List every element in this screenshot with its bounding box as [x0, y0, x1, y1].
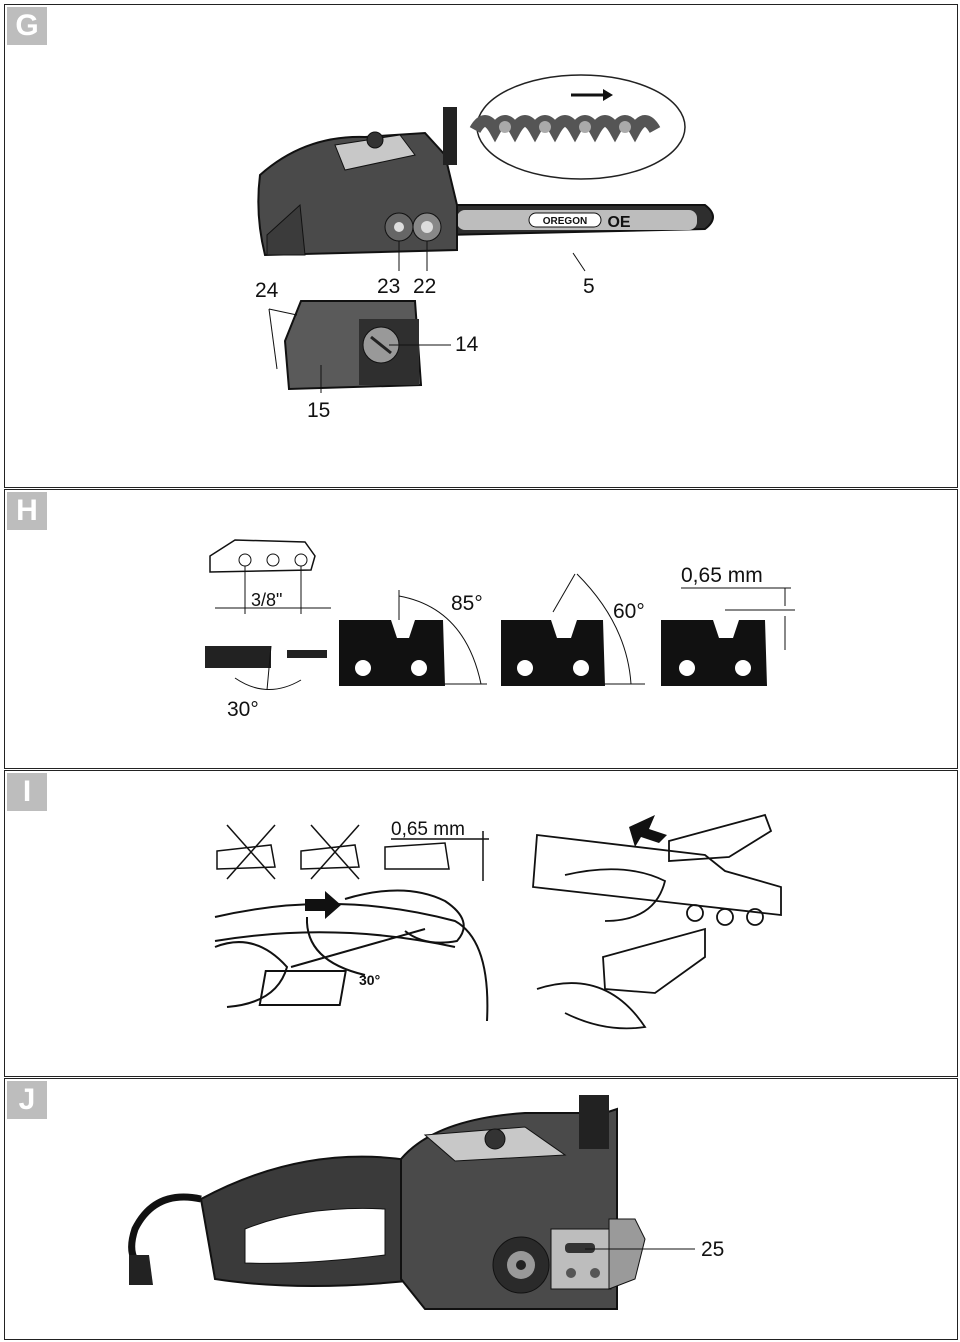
wrong-sketch-2 — [300, 844, 360, 870]
chain-side-sketch — [532, 833, 782, 917]
bar-stub — [608, 1218, 646, 1290]
callout-25: 25 — [701, 1238, 724, 1261]
callout-14: 14 — [455, 333, 479, 356]
cutter-85 — [339, 620, 445, 686]
chainsaw-diagram: OREGON OE 24 23 22 5 14 15 — [255, 74, 714, 422]
pitch-label: 3/8" — [251, 590, 282, 610]
callout-15: 15 — [307, 399, 330, 422]
correct-sketch — [384, 842, 450, 870]
callout-24: 24 — [255, 279, 279, 302]
filing-angle: 30° — [359, 972, 380, 988]
panel-i: I 0,65 mm 30° — [4, 770, 958, 1077]
callout-23: 23 — [377, 275, 400, 298]
brand-mark: OE — [607, 214, 630, 231]
depth-gauge-label: 0,65 mm — [681, 564, 763, 587]
depth-tool-top — [668, 813, 773, 862]
sharpening-angles-diagram: 3/8" 30° 85° 60° 0,65 mm — [205, 539, 795, 721]
brand-text: OREGON — [543, 216, 587, 227]
depth-gauge-label: 0,65 mm — [391, 819, 465, 840]
panel-letter: G — [7, 7, 47, 45]
chainsaw-side-view: 25 — [128, 1095, 724, 1310]
callout-5: 5 — [583, 275, 595, 298]
panel-j: J 25 — [4, 1078, 958, 1340]
hand-right — [344, 889, 465, 944]
wrong-sketch-1 — [216, 844, 276, 870]
plug-icon — [129, 1255, 153, 1285]
depth-tool-bottom — [602, 927, 706, 994]
cutter-depth — [661, 620, 767, 686]
file-block — [205, 646, 271, 668]
file-tool — [290, 928, 426, 968]
cutter-60 — [501, 620, 605, 686]
panel-g: G OREGON OE — [4, 4, 958, 488]
hand-left — [214, 941, 289, 1008]
file-angle: 30° — [227, 698, 259, 721]
side-angle: 60° — [613, 600, 645, 623]
panel-letter: I — [7, 773, 47, 811]
panel-letter: J — [7, 1081, 47, 1119]
chain-bar-sketch — [214, 902, 489, 1022]
filing-guide — [258, 970, 347, 1006]
callout-22: 22 — [413, 275, 436, 298]
panel-letter: H — [7, 492, 47, 530]
filing-instructions-diagram: 0,65 mm 30° — [214, 813, 782, 1030]
top-angle: 85° — [451, 592, 483, 615]
hand-sketch — [536, 982, 647, 1030]
panel-h: H 3/8" 30° 85° 60° — [4, 489, 958, 769]
chain-sketch — [209, 539, 316, 573]
bar-mount-plate — [550, 1228, 612, 1290]
